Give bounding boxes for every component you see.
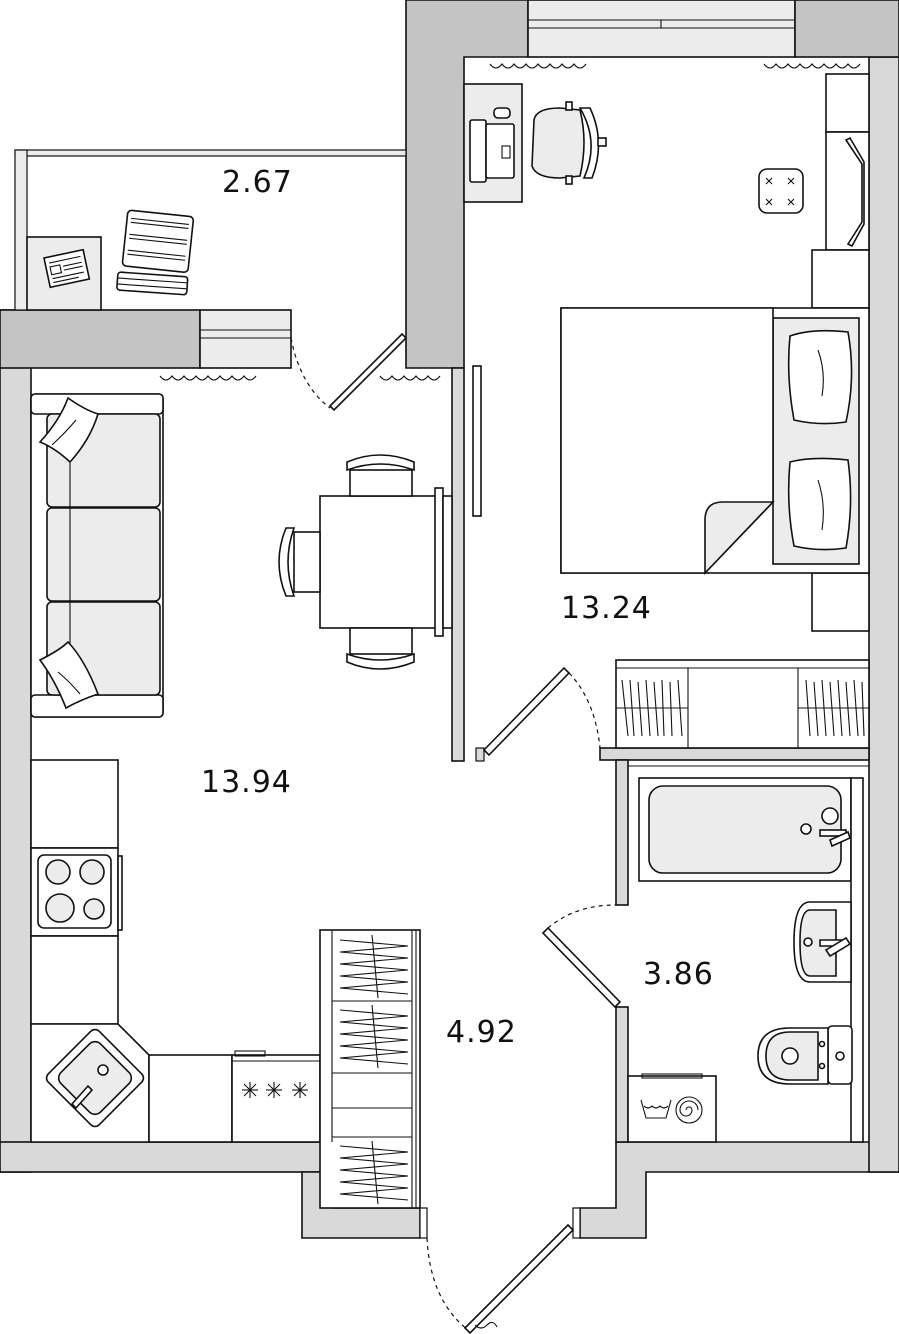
kitchen-sink [45,1028,145,1128]
area-labels: 2.67 13.24 13.94 3.86 4.92 [201,165,714,1050]
bathroom-area-label: 3.86 [643,957,714,992]
toilet [757,1025,853,1085]
bed [560,307,870,575]
bedroom-mirror [472,365,482,517]
bedroom-area-label: 13.24 [561,591,652,626]
bedroom-cabinet [811,73,870,632]
bedroom-door [482,666,601,757]
balcony-table [26,236,102,311]
bedroom-wardrobe [615,659,870,749]
dining-table [278,454,453,670]
curtains [159,63,861,381]
balcony-door [290,332,408,412]
hallway-wardrobe [319,929,421,1209]
sofa [30,393,164,718]
balcony-lounge-chair [116,209,195,296]
interior-walls [419,367,870,1239]
office-chair [531,101,607,185]
pouf [758,168,804,214]
exterior-walls [0,0,899,1239]
bathroom-door [541,904,622,1009]
bathroom-sink [793,777,864,1143]
stove [37,854,123,931]
desk [463,83,523,203]
bathtub [628,765,869,882]
hallway-area-label: 4.92 [446,1015,517,1050]
entrance-door [426,1223,575,1334]
living-kitchen-area-label: 13.94 [201,765,292,800]
washing-machine-icons [232,1050,320,1098]
balcony-area-label: 2.67 [222,165,293,200]
washing-machine [627,1073,717,1143]
